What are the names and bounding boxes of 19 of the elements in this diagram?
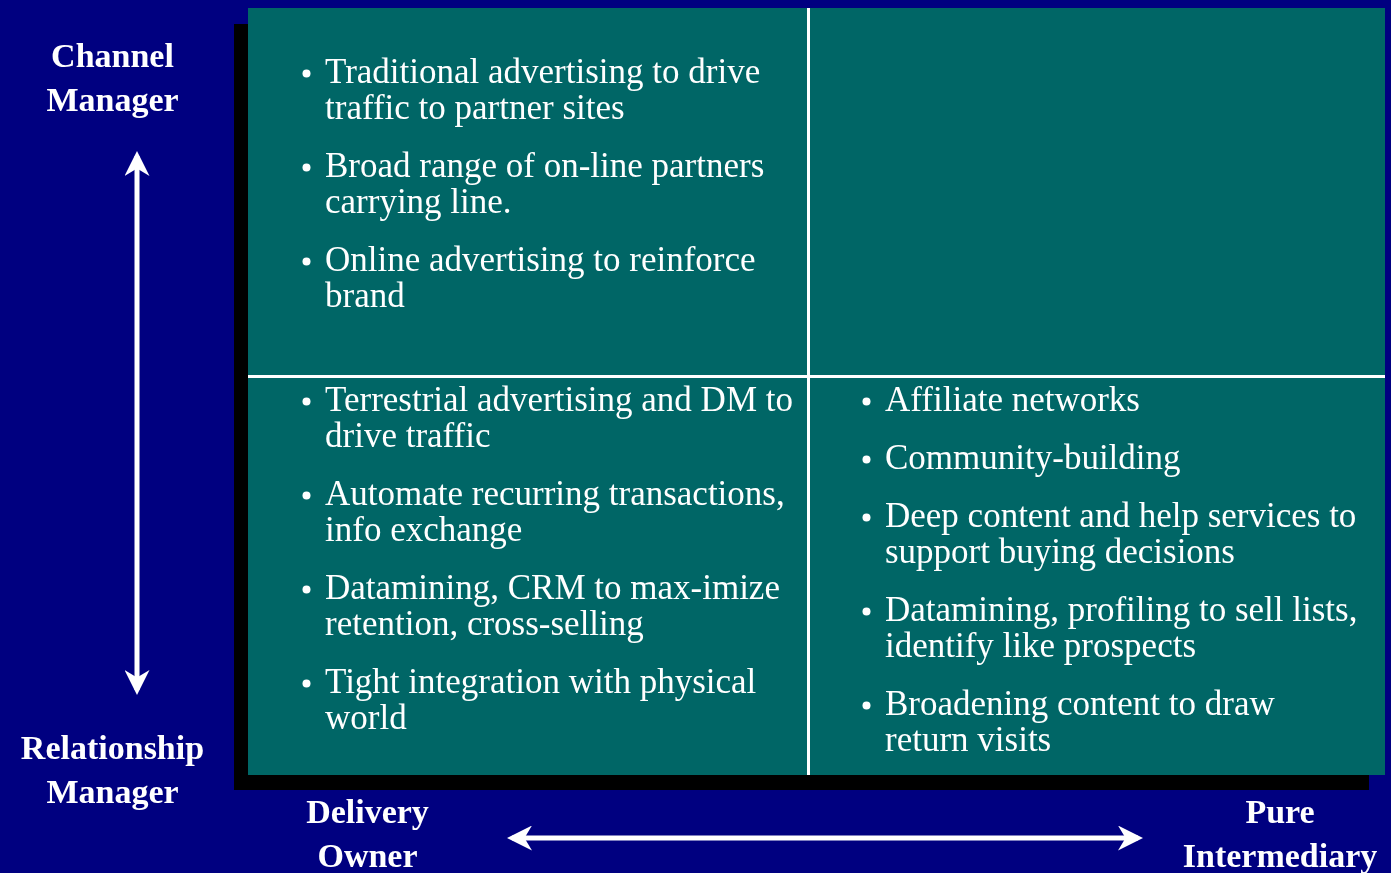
bullet-text: Terrestrial advertising and DM to drive traffic [325,380,793,455]
bullet-text: Online advertising to reinforce brand [325,240,756,315]
bullet-text: Broad range of on-line partners carrying line. [325,146,765,221]
bullet-text: Broadening content to draw return visits [885,684,1275,759]
axis-label: Relationship Manager [19,728,206,812]
bullet-text: Tight integration with physical world [325,662,757,737]
empty-quadrant [810,8,1385,375]
bullet-text: Traditional advertising to drive traffic to partner sites [325,52,761,127]
bullet-text: Automate recurring transactions, info exchange [325,474,785,549]
bullet-text: Deep content and help services to support buying decisions [885,496,1357,571]
quadrant-box [248,8,807,375]
axis-label: Channel Manager [45,36,180,120]
bullet-text: Affiliate networks [885,380,1140,419]
bullet-text: Datamining, CRM to max-imize retention, cross-selling [325,568,780,643]
quadrant-box [248,378,807,775]
bullet-text: Datamining, profiling to sell lists, identify like prospects [885,590,1358,665]
bullet-text: Community-building [885,438,1181,477]
axis-label: Delivery Owner [305,792,430,873]
quadrant-box [810,378,1385,775]
